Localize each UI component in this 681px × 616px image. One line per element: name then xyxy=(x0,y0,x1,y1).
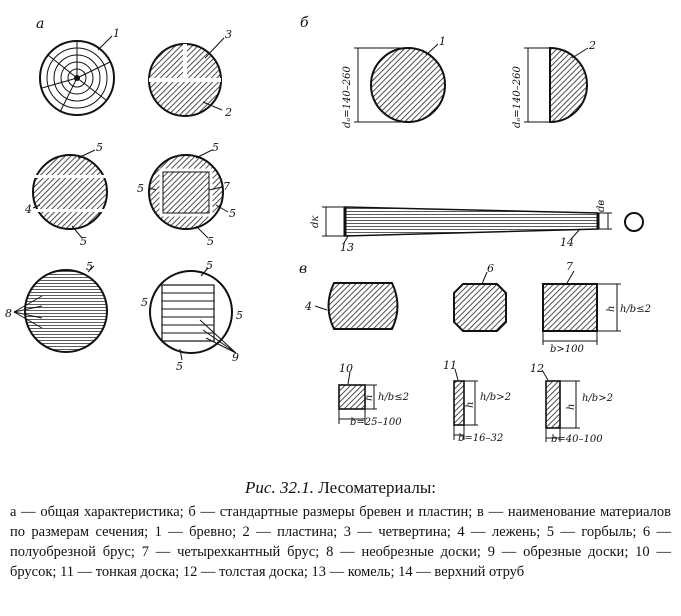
standard-log-diameter xyxy=(354,43,446,123)
half-edged-beam-section xyxy=(453,271,507,332)
label-7-beam: 7 xyxy=(223,180,230,193)
label-7-beam: 7 xyxy=(566,260,573,273)
label-4-sleeper: 4 xyxy=(24,203,32,216)
label-5-slab: 5 xyxy=(212,141,219,154)
label-2-half-log: 2 xyxy=(588,39,596,52)
label-5-slab: 5 xyxy=(96,141,103,154)
label-5-slab: 5 xyxy=(80,235,87,248)
label-11-thin-board: 11 xyxy=(443,359,457,372)
half-and-quarter-log xyxy=(148,37,225,117)
thin-board-section xyxy=(453,368,478,440)
width-label: b=25–100 xyxy=(350,417,402,428)
height-label: h xyxy=(364,395,375,401)
ratio-label: h/b≤2 xyxy=(378,392,409,403)
bar-section xyxy=(338,371,377,424)
butt-diameter-label: dк xyxy=(310,216,321,228)
ratio-label: h/b≤2 xyxy=(620,304,651,315)
label-6-half-edged-beam: 6 xyxy=(487,262,494,275)
label-5-slab: 5 xyxy=(206,259,213,272)
label-1-log: 1 xyxy=(439,35,446,48)
label-13-butt: 13 xyxy=(340,241,354,254)
label-5-slab: 5 xyxy=(207,235,214,248)
width-label: b>100 xyxy=(550,344,585,355)
label-5-slab: 5 xyxy=(229,207,236,220)
four-edge-beam xyxy=(148,149,229,239)
label-5-slab: 5 xyxy=(236,309,243,322)
label-4-sleeper: 4 xyxy=(304,300,312,313)
label-5-slab: 5 xyxy=(137,182,144,195)
label-2-half-log: 2 xyxy=(224,106,232,119)
caption-heading: Лесоматериалы: xyxy=(318,478,436,497)
caption-body: а — общая характеристика; б — стандартны… xyxy=(10,504,671,580)
sleeper-with-slabs xyxy=(32,149,108,239)
label-3-quarter: 3 xyxy=(225,28,232,41)
thick-board-section xyxy=(541,369,580,442)
panel-label-a: а xyxy=(36,16,44,32)
log-diameter-dimension: dₒ=140–260 xyxy=(342,66,353,128)
top-diameter-label: dв xyxy=(596,200,607,212)
height-label: h xyxy=(566,404,577,410)
panel-label-b: б xyxy=(300,15,309,31)
label-12-thick-board: 12 xyxy=(530,362,544,375)
label-9-edged-boards: 9 xyxy=(232,351,239,364)
standard-half-log-diameter xyxy=(524,46,589,124)
label-8-unedged-boards: 8 xyxy=(5,307,12,320)
panel-label-v: в xyxy=(299,261,307,277)
figure-caption: Рис. 32.1. Лесоматериалы: а — общая хара… xyxy=(0,478,681,582)
height-label: h xyxy=(606,306,617,312)
four-edge-beam-section xyxy=(542,270,621,345)
sleeper-section xyxy=(314,282,399,330)
half-log-diameter-dimension: dₒ=140–260 xyxy=(512,66,523,128)
label-5-slab: 5 xyxy=(176,360,183,373)
unedged-boards xyxy=(13,265,108,353)
label-10-bar: 10 xyxy=(339,362,353,375)
caption-title: Рис. 32.1. Лесоматериалы: xyxy=(0,478,681,498)
ratio-label: h/b>2 xyxy=(582,393,613,404)
label-1-log: 1 xyxy=(113,27,120,40)
width-label: b=16–32 xyxy=(458,433,503,444)
width-label: b=40–100 xyxy=(551,434,603,445)
log-side-view xyxy=(322,206,644,244)
label-5-slab: 5 xyxy=(86,260,93,273)
log-cross-section xyxy=(39,35,115,116)
edged-boards xyxy=(149,267,237,361)
label-14-top-end: 14 xyxy=(560,236,574,249)
ratio-label: h/b>2 xyxy=(480,392,511,403)
caption-figure-number: Рис. 32.1. xyxy=(245,478,314,497)
label-5-slab: 5 xyxy=(141,296,148,309)
height-label: h xyxy=(465,402,476,408)
